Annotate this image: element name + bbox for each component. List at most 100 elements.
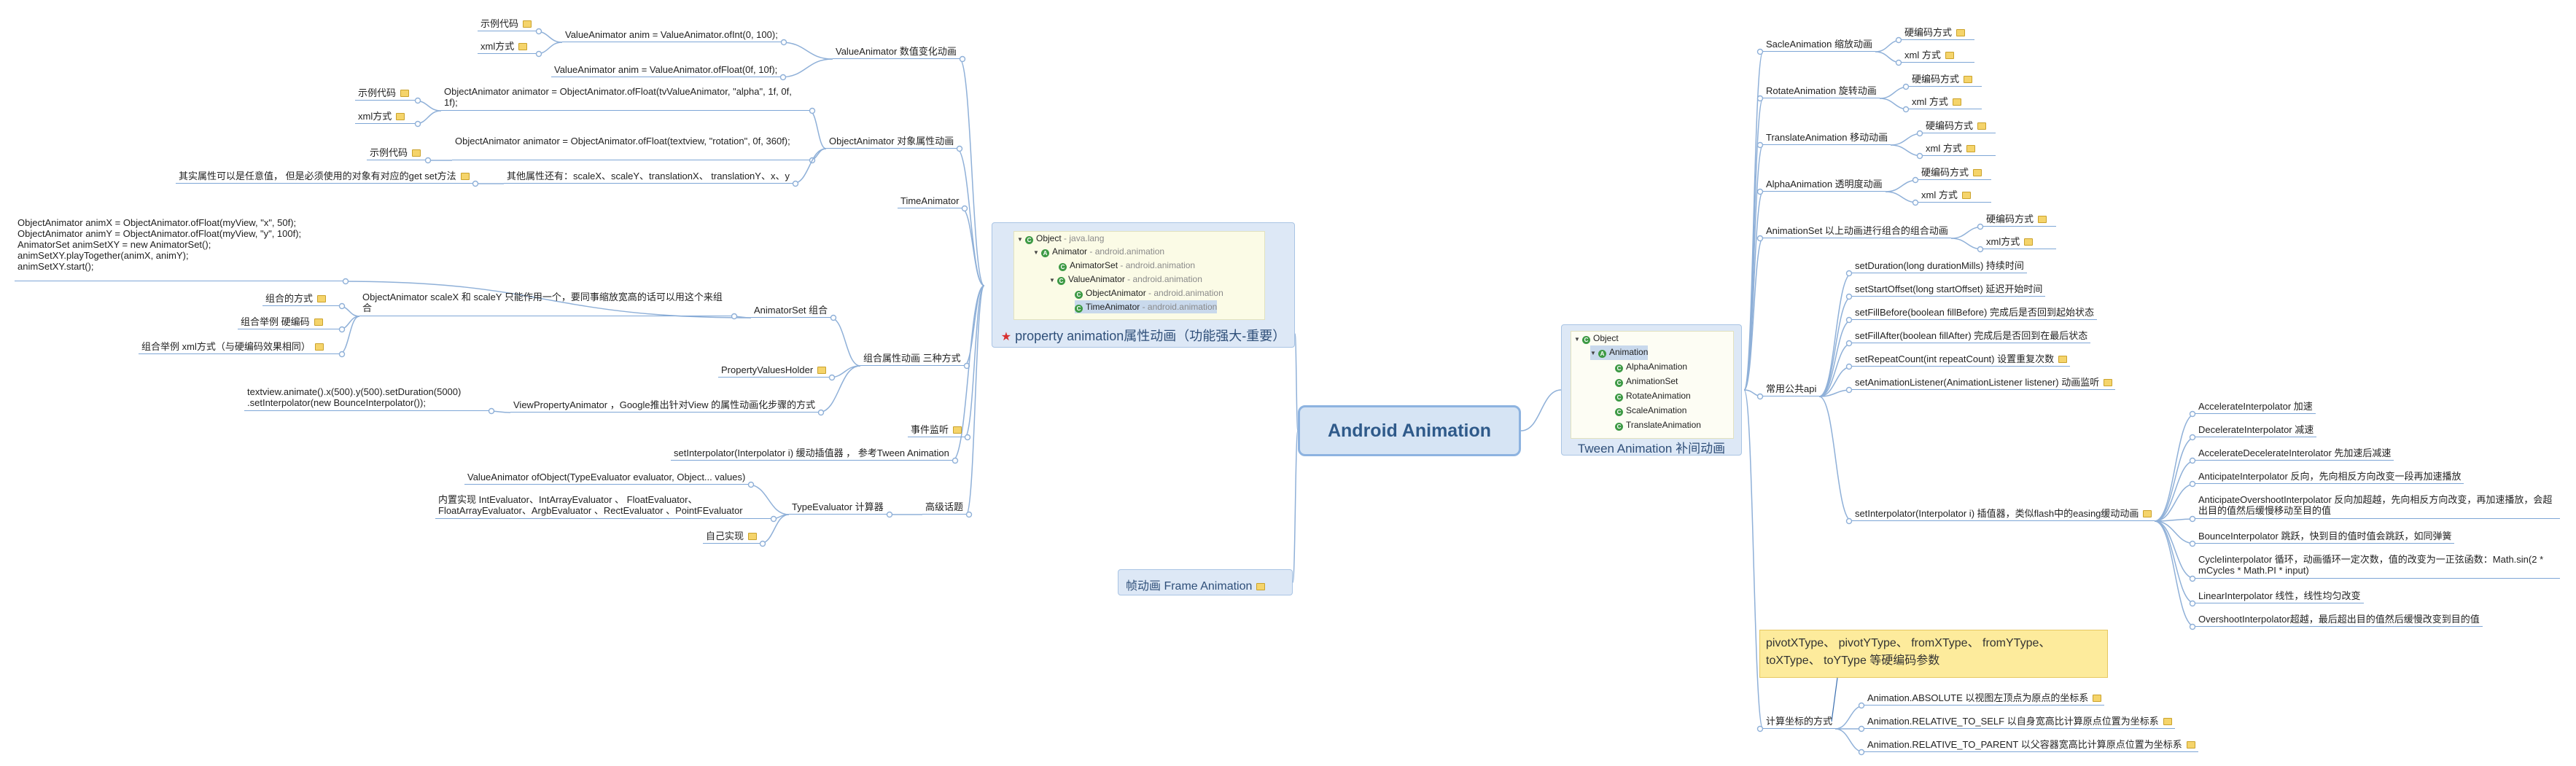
connector-translate-anim xyxy=(1743,144,1764,391)
topic-api-5[interactable]: setAnimationListener(AnimationListener l… xyxy=(1852,375,2116,390)
topic-api-1[interactable]: setStartOffset(long startOffset) 延迟开始时间 xyxy=(1852,282,2046,297)
topic-api-6[interactable]: setInterpolator(Interpolator i) 插值器，类似fl… xyxy=(1852,507,2155,521)
topic-set-xml[interactable]: xml方式 xyxy=(1983,235,2056,249)
topic-coord-1[interactable]: Animation.RELATIVE_TO_SELF 以自身宽高比计算原点位置为… xyxy=(1864,714,2175,729)
frame-animation-node[interactable]: 帧动画 Frame Animation xyxy=(1118,569,1293,595)
topic-scale-xml[interactable]: xml 方式 xyxy=(1902,48,1974,63)
topic-api-2[interactable]: setFillBefore(boolean fillBefore) 完成后是否回… xyxy=(1852,305,2097,320)
topic-text: 硬编码方式 xyxy=(1921,167,1969,178)
connector-interp-6 xyxy=(2154,520,2196,579)
topic-oa-other-note[interactable]: 其实属性可以是任意值， 但是必须使用的对象有对应的get set方法 xyxy=(176,169,472,184)
topic-text: 其实属性可以是任意值， 但是必须使用的对象有对应的get set方法 xyxy=(179,171,456,181)
collapse-dot xyxy=(1756,95,1764,102)
topic-translate-anim[interactable]: TranslateAnimation 移动动画 xyxy=(1763,130,1891,145)
topic-interp-1[interactable]: DecelerateInterpolator 减速 xyxy=(2195,423,2317,437)
topic-coord[interactable]: 计算坐标的方式 xyxy=(1763,714,1836,729)
topic-va-xml[interactable]: xml方式 xyxy=(478,39,536,54)
topic-evaluator[interactable]: TypeEvaluator 计算器 xyxy=(789,500,887,515)
topic-rotate-anim[interactable]: RotateAnimation 旋转动画 xyxy=(1763,84,1880,98)
topic-set-hard[interactable]: 硬编码方式 xyxy=(1983,212,2056,227)
topic-rotate-hard[interactable]: 硬编码方式 xyxy=(1909,72,1982,87)
topic-va-ofint[interactable]: ValueAnimator anim = ValueAnimator.ofInt… xyxy=(562,28,781,42)
topic-combo-code[interactable]: ObjectAnimator animX = ObjectAnimator.of… xyxy=(15,216,343,281)
topic-api-3[interactable]: setFillAfter(boolean fillAfter) 完成后是否回到在… xyxy=(1852,329,2091,343)
collapse-dot xyxy=(424,157,432,164)
topic-interp-3[interactable]: AnticipateInterpolator 反向，先向相反方向改变一段再加速播… xyxy=(2195,469,2464,484)
topic-combo-ex-xml[interactable]: 组合举例 xml方式（与硬编码效果相同） xyxy=(139,340,339,354)
topic-combo-way[interactable]: 组合的方式 xyxy=(262,292,339,306)
topic-interp[interactable]: setInterpolator(Interpolator i) 缓动插值器 ， … xyxy=(671,446,952,461)
topic-scale-anim[interactable]: SacleAnimation 缩放动画 xyxy=(1763,37,1875,52)
topic-common-api[interactable]: 常用公共api xyxy=(1763,382,1820,396)
frame-animation-label: 帧动画 Frame Animation xyxy=(1126,576,1266,593)
note-icon xyxy=(1952,98,1961,106)
topic-oa-alpha[interactable]: ObjectAnimator animator = ObjectAnimator… xyxy=(441,85,809,111)
topic-interp-2[interactable]: AccelerateDecelerateInterolator 先加速后减速 xyxy=(2195,446,2394,461)
topic-rotate-xml[interactable]: xml 方式 xyxy=(1909,95,1982,109)
topic-alpha-hard[interactable]: 硬编码方式 xyxy=(1918,165,1991,180)
topic-va-sample-code[interactable]: 示例代码 xyxy=(478,17,536,31)
topic-interp-5[interactable]: BounceInterpolator 跳跃，快到目的值时值会跳跃，如同弹簧 xyxy=(2195,529,2455,544)
topic-translate-hard[interactable]: 硬编码方式 xyxy=(1923,119,1996,133)
topic-text: ObjectAnimator scaleX 和 scaleY 只能作用一个，要同… xyxy=(362,292,723,313)
topic-api-4[interactable]: setRepeatCount(int repeatCount) 设置重复次数 xyxy=(1852,352,2071,367)
topic-text: setInterpolator(Interpolator i) 插值器，类似fl… xyxy=(1855,508,2139,519)
connector-object-animator xyxy=(956,148,985,286)
topic-object-animator[interactable]: ObjectAnimator 对象属性动画 xyxy=(826,134,957,149)
collapse-dot xyxy=(414,120,421,128)
topic-vpa-code[interactable]: textview.animate().x(500).y(500).setDura… xyxy=(244,385,489,411)
note-icon xyxy=(460,173,470,180)
connector-scale-anim xyxy=(1743,51,1764,391)
topic-coord-2[interactable]: Animation.RELATIVE_TO_PARENT 以父容器宽高比计算原点… xyxy=(1864,738,2198,752)
topic-scale-hard[interactable]: 硬编码方式 xyxy=(1902,26,1974,40)
topic-api-0[interactable]: setDuration(long durationMills) 持续时间 xyxy=(1852,259,2027,273)
topic-custom[interactable]: 自己实现 xyxy=(703,529,760,544)
topic-interp-6[interactable]: CycleIinterpolator 循环，动画循环一定次数，值的改变为一正弦函… xyxy=(2195,552,2560,579)
topic-oa-other[interactable]: 其他属性还有：scaleX、scaleY、translationX、 trans… xyxy=(504,169,793,184)
topic-vpa[interactable]: ViewPropertyAnimator ，Google推出针对View 的属性… xyxy=(510,398,819,413)
topic-set-anim[interactable]: AnimationSet 以上动画进行组合的组合动画 xyxy=(1763,224,1951,238)
topic-coord-0[interactable]: Animation.ABSOLUTE 以视图左顶点为原点的坐标系 xyxy=(1864,691,2105,706)
topic-interp-0[interactable]: AccelerateInterpolator 加速 xyxy=(2195,399,2316,414)
topic-pvh[interactable]: PropertyValuesHolder xyxy=(718,363,830,378)
collapse-dot xyxy=(1858,749,1865,756)
connector-coord xyxy=(1743,389,1764,730)
central-topic[interactable]: Android Animation xyxy=(1298,405,1521,456)
topic-value-animator[interactable]: ValueAnimator 数值变化动画 xyxy=(833,44,960,59)
topic-interp-4[interactable]: AnticipateOvershootInterpolator 反向加超越，先向… xyxy=(2195,493,2560,519)
collapse-dot xyxy=(1858,725,1865,732)
topic-interp-7[interactable]: LinearInterpolator 线性，线性均匀改变 xyxy=(2195,589,2364,603)
collapse-dot xyxy=(2189,457,2196,464)
topic-translate-xml[interactable]: xml 方式 xyxy=(1923,141,1996,156)
topic-advanced[interactable]: 高级话题 xyxy=(922,500,967,515)
topic-text: Animation.ABSOLUTE 以视图左顶点为原点的坐标系 xyxy=(1867,692,2089,703)
collapse-dot xyxy=(1902,83,1910,90)
collapse-dot xyxy=(535,50,542,58)
topic-event[interactable]: 事件监听 xyxy=(908,423,965,437)
collapse-dot xyxy=(1902,106,1910,113)
topic-oa-alpha-xml[interactable]: xml方式 xyxy=(355,109,415,124)
topic-builtin[interactable]: 内置实现 IntEvaluator、IntArrayEvaluator 、 Fl… xyxy=(435,493,771,519)
topic-va-offloat[interactable]: ValueAnimator anim = ValueAnimator.ofFlo… xyxy=(551,63,781,77)
topic-animator-set[interactable]: AnimatorSet 组合 xyxy=(751,303,831,318)
topic-oa-rotation[interactable]: ObjectAnimator animator = ObjectAnimator… xyxy=(452,134,809,160)
topic-oa-rotation-sample[interactable]: 示例代码 xyxy=(367,146,425,160)
topic-combo-ex-code[interactable]: 组合举例 硬编码 xyxy=(238,315,339,329)
topic-text: 常用公共api xyxy=(1766,383,1817,394)
topic-text: 组合举例 xml方式（与硬编码效果相同） xyxy=(141,341,311,352)
callout-pointer xyxy=(1831,677,1838,722)
topic-scale-note[interactable]: ObjectAnimator scaleX 和 scaleY 只能作用一个，要同… xyxy=(359,290,731,316)
note-icon xyxy=(1977,122,1987,130)
topic-alpha-xml[interactable]: xml 方式 xyxy=(1918,188,1991,203)
collapse-dot xyxy=(1977,246,1984,253)
topic-combo[interactable]: 组合属性动画 三种方式 xyxy=(860,351,964,366)
topic-alpha-anim[interactable]: AlphaAnimation 透明度动画 xyxy=(1763,177,1886,192)
topic-oa-alpha-sample[interactable]: 示例代码 xyxy=(355,86,415,101)
topic-of-object[interactable]: ValueAnimator ofObject(TypeEvaluator eva… xyxy=(464,470,749,485)
topic-interp-8[interactable]: OvershootInterpolator超越，最后超出目的值然后缓慢改变到目的… xyxy=(2195,612,2483,627)
topic-time-animator[interactable]: TimeAnimator xyxy=(898,194,962,208)
